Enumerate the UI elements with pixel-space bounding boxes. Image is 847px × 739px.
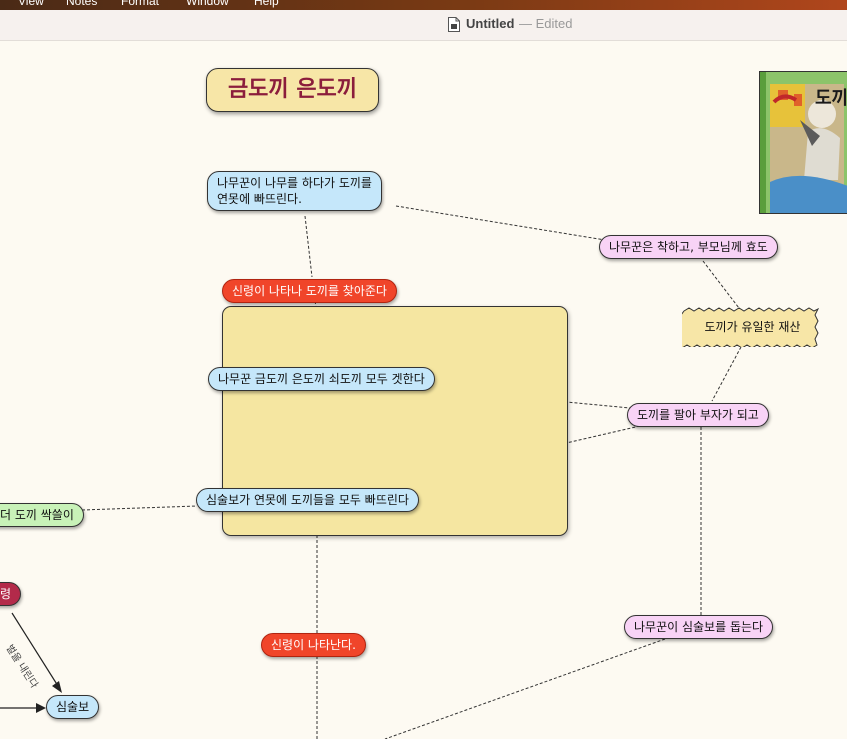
edit-status: — Edited — [519, 16, 573, 31]
node-greedy-drops-all[interactable]: 심술보가 연못에 도끼들을 모두 빠뜨린다 — [196, 488, 419, 512]
map-title-node[interactable]: 금도끼 은도끼 — [206, 68, 379, 112]
node-gets-all-axes[interactable]: 나무꾼 금도끼 은도끼 쇠도끼 모두 겟한다 — [208, 367, 435, 391]
title-bar: Untitled — Edited — [0, 10, 847, 41]
menu-help[interactable]: Help — [254, 0, 279, 8]
node-woodcutter-drops-axe[interactable]: 나무꾼이 나무를 하다가 도끼를 연못에 빠뜨린다. — [207, 171, 382, 211]
svg-text:도끼: 도끼 — [815, 88, 847, 109]
book-cover-image[interactable]: 도끼 — [759, 71, 847, 214]
node-kind-woodcutter[interactable]: 나무꾼은 착하고, 부모님께 효도 — [599, 235, 778, 259]
menu-view[interactable]: View — [18, 0, 44, 8]
window-title: Untitled — [466, 16, 515, 31]
zigzag-note-shape — [682, 307, 820, 347]
menu-notes[interactable]: Notes — [66, 0, 98, 8]
node-spirit-appears[interactable]: 신령이 나타난다. — [261, 633, 366, 657]
book-cover-illustration: 도끼 — [760, 72, 847, 213]
node-spirit-partial[interactable]: 령 — [0, 582, 22, 606]
node-sells-axes-rich[interactable]: 도끼를 팔아 부자가 되고 — [627, 403, 769, 427]
menu-format[interactable]: Format — [121, 0, 160, 8]
node-simsulbo[interactable]: 심술보 — [46, 695, 100, 719]
menu-window[interactable]: Window — [186, 0, 229, 8]
node-spirit-finds-axe[interactable]: 신령이 나타나 도끼를 찾아준다 — [222, 279, 397, 303]
node-axes-swept[interactable]: 더 도끼 싹쓸이 — [0, 503, 84, 527]
node-woodcutter-helps[interactable]: 나무꾼이 심술보를 돕는다 — [624, 615, 774, 639]
menu-bar: View Notes Format Window Help — [0, 0, 847, 10]
mind-map-canvas[interactable]: 금도끼 은도끼 도끼 나무꾼이 나무를 하다가 도끼를 연못에 빠뜨린다. 나무… — [0, 41, 847, 739]
document-icon — [448, 17, 460, 32]
node-axe-only-asset[interactable]: 도끼가 유일한 재산 — [704, 320, 801, 334]
